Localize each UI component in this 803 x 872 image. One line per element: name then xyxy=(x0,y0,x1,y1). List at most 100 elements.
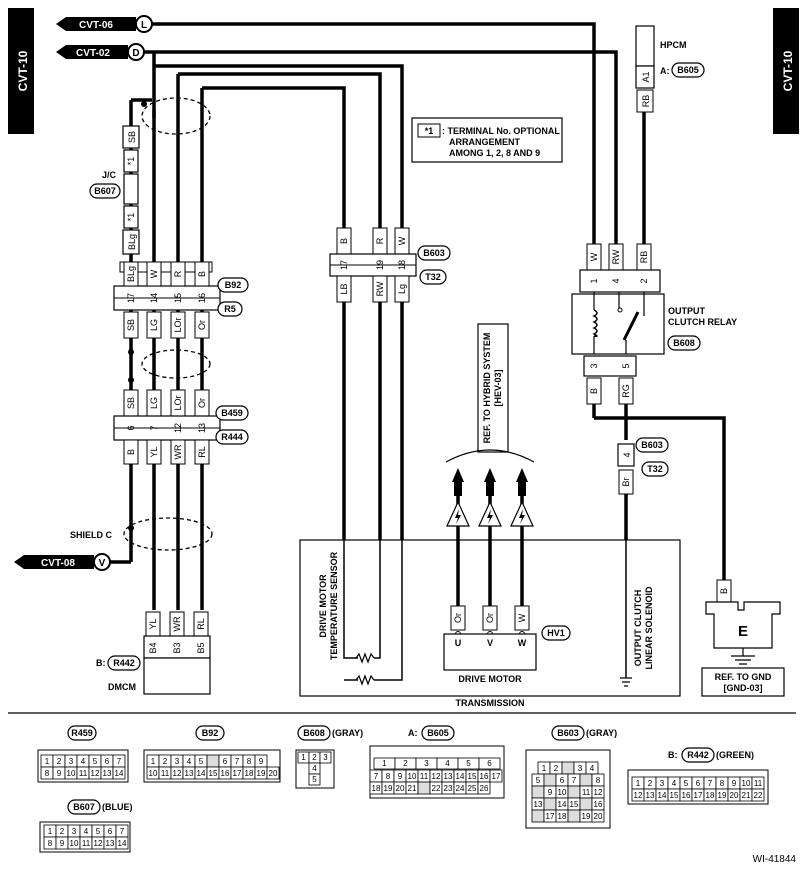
svg-text:A:: A: xyxy=(660,66,670,76)
svg-text:4: 4 xyxy=(622,452,632,457)
svg-text:REF. TO HYBRID SYSTEM: REF. TO HYBRID SYSTEM xyxy=(482,333,492,444)
b603-pin-cell xyxy=(567,809,581,823)
r459-pin-number: 14 xyxy=(115,769,124,778)
b603-pin-number: 10 xyxy=(558,788,567,797)
svg-text:A:: A: xyxy=(408,728,418,738)
b605-pin-number: 25 xyxy=(468,784,477,793)
sensor-wires xyxy=(343,540,627,681)
svg-text:Lg: Lg xyxy=(397,284,407,294)
r442-pin-number: 5 xyxy=(684,779,689,788)
connector-b603-t32-mid: B R W 17 19 18 LB RW Lg B603 T32 xyxy=(329,227,451,303)
b607-pin-number: 6 xyxy=(108,827,113,836)
svg-text:B3: B3 xyxy=(172,642,182,653)
svg-text:17: 17 xyxy=(126,293,136,303)
svg-text:LG: LG xyxy=(149,319,159,331)
connector-view-b92: B92 xyxy=(195,725,225,741)
b603-pin-number: 20 xyxy=(594,812,603,821)
r442-pin-number: 14 xyxy=(658,791,667,800)
svg-text:YL: YL xyxy=(148,618,158,629)
b92-pin-number: 17 xyxy=(233,769,242,778)
svg-text:R5: R5 xyxy=(224,304,236,314)
svg-text:1: 1 xyxy=(589,278,599,283)
svg-text:(GRAY): (GRAY) xyxy=(586,728,617,738)
svg-text:W: W xyxy=(149,269,159,278)
ref-cvt-02[interactable]: CVT-02 D xyxy=(56,43,145,61)
connector-view-b603: B603 (GRAY) xyxy=(551,725,617,741)
b608-pin-number: 5 xyxy=(312,775,317,784)
svg-text:AMONG 1, 2, 8 AND 9: AMONG 1, 2, 8 AND 9 xyxy=(449,148,540,158)
svg-text:B: B xyxy=(589,388,599,394)
svg-text:: TERMINAL No. OPTIONAL: : TERMINAL No. OPTIONAL xyxy=(442,126,560,136)
b603-pin-number: 14 xyxy=(558,800,567,809)
svg-text:B603: B603 xyxy=(641,440,663,450)
svg-text:W: W xyxy=(517,613,527,622)
b603-pin-number: 2 xyxy=(554,764,559,773)
r459-pin-number: 5 xyxy=(93,757,98,766)
b607-pin-number: 11 xyxy=(82,839,91,848)
b603-pin-number: 8 xyxy=(596,776,601,785)
r442-pin-number: 3 xyxy=(660,779,665,788)
shield-ellipses xyxy=(123,97,213,551)
svg-text:14: 14 xyxy=(149,293,159,303)
b92-pin-number: 7 xyxy=(235,757,240,766)
svg-text:6: 6 xyxy=(126,425,136,430)
r459-pin-number: 1 xyxy=(45,757,50,766)
b607-pin-number: 7 xyxy=(120,827,125,836)
svg-text:R459: R459 xyxy=(71,728,93,738)
b92-pin-number: 4 xyxy=(187,757,192,766)
b92-pin-number: 9 xyxy=(259,757,264,766)
svg-text:15: 15 xyxy=(173,293,183,303)
b603-pin-number: 16 xyxy=(594,800,603,809)
r442-pin-number: 22 xyxy=(754,791,763,800)
svg-text:RG: RG xyxy=(621,384,631,398)
svg-text:YL: YL xyxy=(149,446,159,457)
svg-text:4: 4 xyxy=(611,278,621,283)
svg-text:B:: B: xyxy=(96,658,106,668)
svg-text:WR: WR xyxy=(173,444,183,459)
svg-text:B92: B92 xyxy=(225,280,242,290)
b605-pin-number: 26 xyxy=(480,784,489,793)
ref-cvt-08[interactable]: CVT-08 V xyxy=(14,553,111,571)
svg-text:R: R xyxy=(375,237,385,244)
svg-text:B608: B608 xyxy=(673,338,695,348)
b603-pin-cell xyxy=(543,773,557,787)
b605-pin-number: 5 xyxy=(466,759,471,768)
ref-cvt-06[interactable]: CVT-06 L xyxy=(56,15,153,33)
svg-text:SB: SB xyxy=(126,319,136,331)
svg-text:*1: *1 xyxy=(126,213,136,222)
svg-text:B608: B608 xyxy=(303,728,325,738)
r442-pin-number: 1 xyxy=(636,779,641,788)
svg-text:*1: *1 xyxy=(126,157,136,166)
r442-pin-number: 17 xyxy=(694,791,703,800)
b92-pin-number: 3 xyxy=(175,757,180,766)
svg-text:DRIVE MOTOR: DRIVE MOTOR xyxy=(318,574,328,638)
svg-text:RL: RL xyxy=(196,618,206,630)
svg-text:R442: R442 xyxy=(113,658,135,668)
r442-pin-number: 12 xyxy=(634,791,643,800)
hpcm-module: A1 RB HPCM A: B605 xyxy=(635,25,705,113)
svg-text:OUTPUT CLUTCH: OUTPUT CLUTCH xyxy=(633,590,643,667)
svg-text:B603: B603 xyxy=(423,248,445,258)
b607-pin-number: 9 xyxy=(60,839,65,848)
svg-text:CVT-10: CVT-10 xyxy=(16,50,30,91)
b605-pin-number: 23 xyxy=(444,784,453,793)
svg-text:B: B xyxy=(126,449,136,455)
b603-pin-number: 15 xyxy=(570,800,579,809)
b603-pin-cell xyxy=(579,773,593,787)
connector-b92-r5: BLg W R B 17 14 15 16 SB LG LOr Or B92 R… xyxy=(113,261,249,339)
svg-text:LOr: LOr xyxy=(173,395,183,410)
b605-pin-number: 17 xyxy=(492,772,501,781)
svg-text:B: B xyxy=(719,588,729,594)
svg-text:RB: RB xyxy=(639,251,649,264)
svg-text:B: B xyxy=(197,271,207,277)
svg-text:OUTPUT: OUTPUT xyxy=(668,306,706,316)
b605-pin-number: 8 xyxy=(386,772,391,781)
b605-pin-number: 16 xyxy=(480,772,489,781)
ground-e: B E REF. TO GND [GND-03] xyxy=(701,579,785,697)
b92-pin-cell xyxy=(206,754,220,768)
b608-pin-cell xyxy=(308,773,321,786)
svg-text:T32: T32 xyxy=(647,464,663,474)
svg-text:(BLUE): (BLUE) xyxy=(102,802,133,812)
temperature-sensor-resistors xyxy=(355,652,375,686)
b92-pin-number: 16 xyxy=(221,769,230,778)
